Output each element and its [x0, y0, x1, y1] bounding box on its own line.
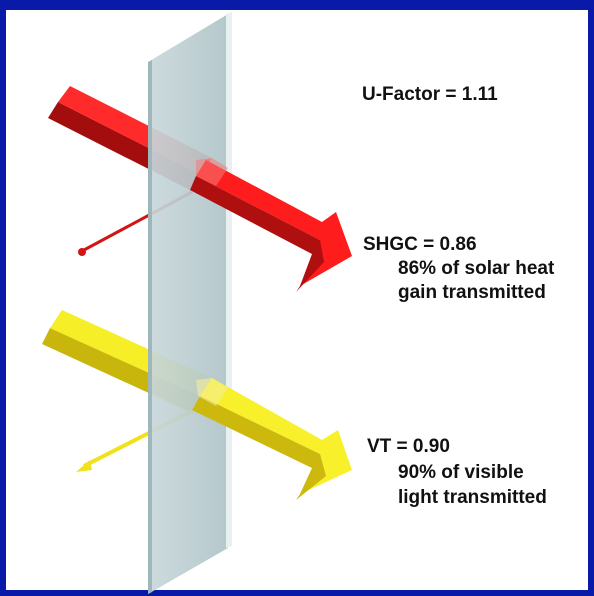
vt-label: VT = 0.90	[367, 436, 450, 457]
shgc-description-line-1: 86% of solar heat	[398, 258, 555, 279]
reflected-heat-ray-tip	[78, 248, 86, 256]
vt-description-line-2: light transmitted	[398, 487, 547, 508]
shgc-label: SHGC = 0.86	[363, 234, 477, 255]
transmitted-light-arrow	[192, 378, 352, 500]
glass-pane	[148, 12, 232, 594]
u-factor-label: U-Factor = 1.11	[362, 84, 498, 105]
transmitted-heat-arrow	[190, 158, 352, 292]
shgc-description-line-2: gain transmitted	[398, 282, 546, 303]
vt-description-line-1: 90% of visible	[398, 462, 524, 483]
